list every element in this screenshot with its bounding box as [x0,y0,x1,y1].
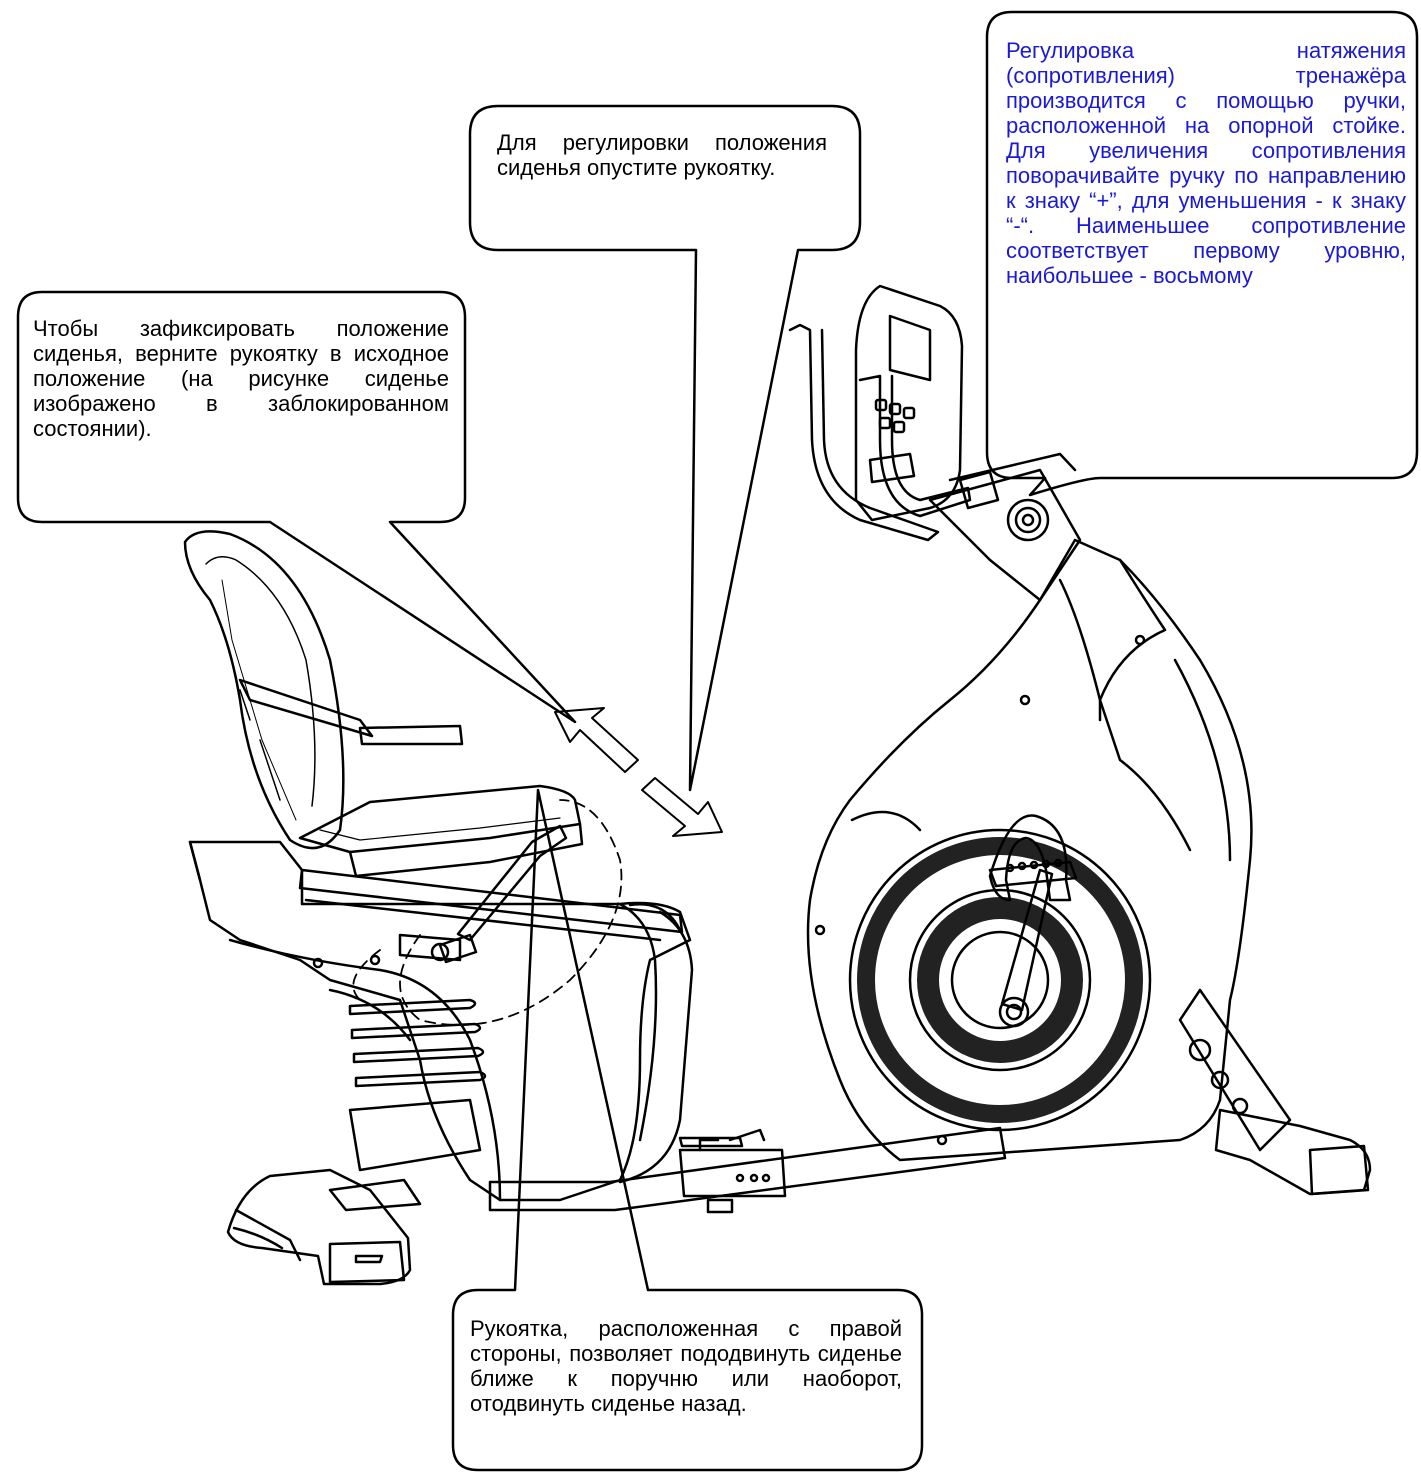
front-stabilizer [1178,988,1372,1196]
callout-bubble-seat-lock [16,290,577,724]
pedal-crank [988,814,1078,1012]
handlebars [788,323,1000,542]
callout-bubble-seat-slide [451,788,924,1472]
rear-frame [188,840,694,1202]
callout-bubble-resistance [985,10,1419,497]
callout-text-seat-slide: Рукоятка, расположенная с правой стороны… [470,1316,902,1416]
arrow-up-left [554,707,639,773]
callout-text-seat-release: Для регулировки положения сиденья опусти… [497,130,827,180]
console [854,284,964,522]
upright-post [928,452,1082,602]
rear-stabilizer [226,1168,422,1286]
callout-bubble-seat-release [468,104,862,792]
arrow-down-right [641,777,723,837]
seat [183,530,623,1026]
callout-text-seat-lock: Чтобы зафиксировать положение сиденья, в… [33,316,449,441]
front-frame [806,538,1253,1162]
flywheel [848,828,1152,1132]
base-rail [488,1126,1007,1214]
seat-rail [298,868,684,962]
callout-text-resistance: Регулировка натяжения (сопротивления) тр… [1006,38,1406,288]
